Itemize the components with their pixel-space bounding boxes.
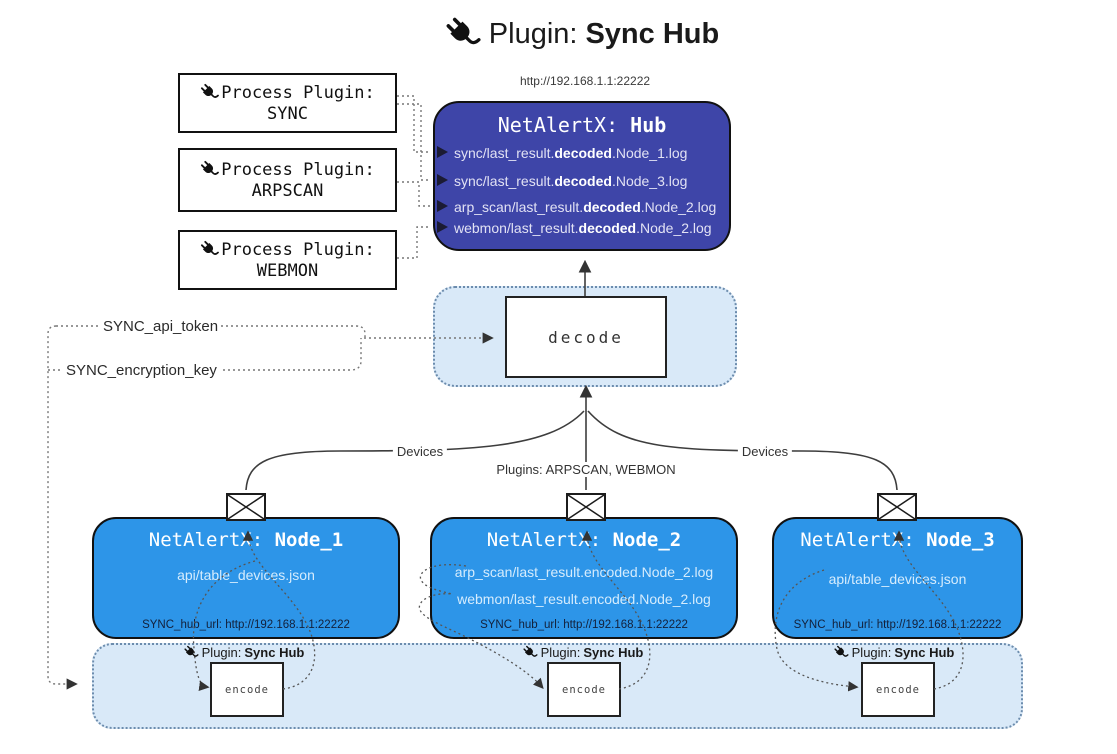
sync-encryption-key-label: SYNC_encryption_key — [63, 362, 220, 379]
process-plugin-name: ARPSCAN — [251, 180, 324, 201]
plug-icon — [200, 240, 220, 259]
hub-box: NetAlertX: Hub sync/last_result.decoded.… — [433, 101, 731, 251]
process-plugin-label: Process Plugin: — [221, 239, 375, 260]
decode-box: decode — [505, 296, 667, 378]
page-title-name: Sync Hub — [585, 17, 720, 50]
node-2-box: NetAlertX: Node_2 arp_scan/last_result.e… — [430, 517, 738, 639]
hub-title: NetAlertX: Hub — [435, 113, 729, 137]
plug-icon — [833, 645, 849, 660]
node-file-line: arp_scan/last_result.encoded.Node_2.log — [454, 564, 714, 580]
page-title-prefix: Plugin: — [488, 17, 578, 50]
node-hub-url: SYNC_hub_url: http://192.168.1.1:22222 — [793, 619, 1002, 631]
encode-box: encode — [861, 662, 935, 717]
process-plugin-label: Process Plugin: — [221, 82, 375, 103]
hub-log-line: webmon/last_result.decoded.Node_2.log — [454, 220, 712, 236]
hub-title-prefix: NetAlertX: — [497, 113, 619, 137]
process-plugin-name: SYNC — [267, 103, 308, 124]
process-plugin-name: WEBMON — [256, 260, 319, 281]
encode-box: encode — [210, 662, 284, 717]
plug-icon — [522, 645, 538, 660]
node-file-line: api/table_devices.json — [828, 571, 967, 587]
hub-url-label: http://192.168.1.1:22222 — [519, 74, 651, 88]
plug-icon — [444, 16, 481, 52]
process-plugin-webmon-box: Process Plugin: WEBMON — [178, 230, 397, 290]
plug-icon — [200, 83, 220, 102]
plug-icon — [200, 160, 220, 179]
envelope-icon — [877, 493, 917, 521]
node-hub-url: SYNC_hub_url: http://192.168.1.1:22222 — [142, 619, 350, 631]
node-3-box: NetAlertX: Node_3 api/table_devices.json… — [772, 517, 1023, 639]
encode-plugin-label: Plugin: Sync Hub — [522, 645, 643, 660]
node-1-box: NetAlertX: Node_1 api/table_devices.json… — [92, 517, 400, 639]
process-plugin-arpscan-box: Process Plugin: ARPSCAN — [178, 148, 397, 212]
envelope-icon — [566, 493, 606, 521]
process-plugin-sync-box: Process Plugin: SYNC — [178, 73, 397, 133]
node-file-line: webmon/last_result.encoded.Node_2.log — [457, 591, 711, 607]
encode-box: encode — [547, 662, 621, 717]
encode-plugin-label: Plugin: Sync Hub — [183, 645, 304, 660]
plugins-edge-label: Plugins: ARPSCAN, WEBMON — [492, 462, 680, 477]
devices-edge-label-right: Devices — [737, 444, 793, 459]
page-title: Plugin: Sync Hub — [444, 16, 720, 52]
plug-icon — [183, 645, 199, 660]
process-plugin-label: Process Plugin: — [221, 159, 375, 180]
node-file-line: api/table_devices.json — [177, 567, 315, 583]
node-title: NetAlertX: Node_2 — [486, 529, 682, 551]
node-title: NetAlertX: Node_1 — [148, 529, 344, 551]
hub-log-line: sync/last_result.decoded.Node_3.log — [454, 173, 688, 189]
hub-log-line: arp_scan/last_result.decoded.Node_2.log — [454, 199, 717, 215]
node-hub-url: SYNC_hub_url: http://192.168.1.1:22222 — [480, 619, 688, 631]
devices-edge-label-left: Devices — [392, 444, 448, 459]
hub-title-name: Hub — [630, 113, 667, 137]
encode-plugin-label: Plugin: Sync Hub — [833, 645, 954, 660]
node-title: NetAlertX: Node_3 — [800, 529, 995, 551]
hub-log-line: sync/last_result.decoded.Node_1.log — [454, 145, 688, 161]
envelope-icon — [226, 493, 266, 521]
sync-api-token-label: SYNC_api_token — [100, 318, 222, 335]
